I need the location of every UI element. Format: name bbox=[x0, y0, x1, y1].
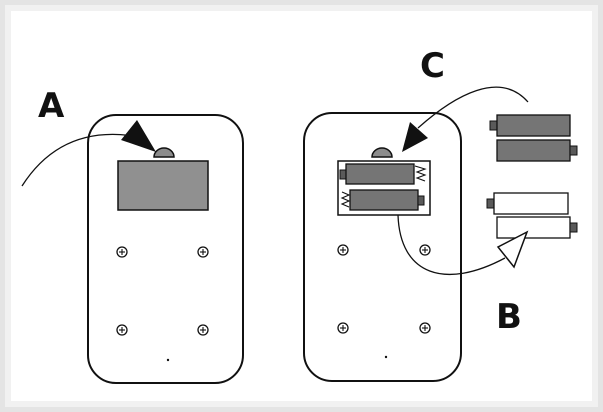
spring-icon bbox=[414, 165, 427, 182]
spring-icon bbox=[340, 191, 351, 208]
arrow-c-head bbox=[402, 122, 428, 152]
battery-dark bbox=[496, 139, 571, 162]
battery-terminal bbox=[486, 198, 495, 209]
removed-batteries bbox=[489, 114, 578, 162]
screw-icon bbox=[337, 322, 349, 334]
arrow-b-line bbox=[397, 214, 506, 276]
arrow-b-head bbox=[496, 230, 529, 269]
battery-dark bbox=[496, 114, 571, 137]
label-c: C bbox=[420, 46, 445, 86]
screw-icon bbox=[116, 324, 128, 336]
battery-terminal bbox=[569, 145, 578, 156]
screw-icon bbox=[337, 244, 349, 256]
battery-terminal bbox=[489, 120, 498, 131]
device-right-dot bbox=[384, 355, 388, 359]
battery-cover-plate bbox=[117, 160, 209, 211]
device-left-dot bbox=[166, 358, 170, 362]
battery-terminal bbox=[569, 222, 578, 233]
arrow-c bbox=[402, 86, 529, 152]
arrow-a-line bbox=[21, 133, 135, 187]
screw-icon bbox=[197, 246, 209, 258]
new-batteries bbox=[486, 192, 578, 239]
battery-terminal bbox=[417, 195, 425, 206]
screw-icon bbox=[419, 244, 431, 256]
screw-icon bbox=[419, 322, 431, 334]
arrow-a-head bbox=[121, 120, 156, 152]
battery-terminal bbox=[339, 169, 347, 180]
device-left-button bbox=[153, 147, 175, 158]
screw-icon bbox=[197, 324, 209, 336]
battery-light bbox=[496, 216, 571, 239]
arrow-c-line bbox=[417, 86, 529, 129]
label-a: A bbox=[38, 86, 65, 126]
battery-light bbox=[493, 192, 569, 215]
battery-installed bbox=[345, 163, 415, 185]
battery-installed bbox=[349, 189, 419, 211]
arrow-a bbox=[21, 120, 156, 187]
device-right-button bbox=[371, 147, 393, 158]
device-right bbox=[303, 112, 462, 382]
device-left bbox=[87, 114, 244, 384]
screw-icon bbox=[116, 246, 128, 258]
arrow-b bbox=[397, 214, 529, 276]
label-b: B bbox=[496, 297, 522, 337]
